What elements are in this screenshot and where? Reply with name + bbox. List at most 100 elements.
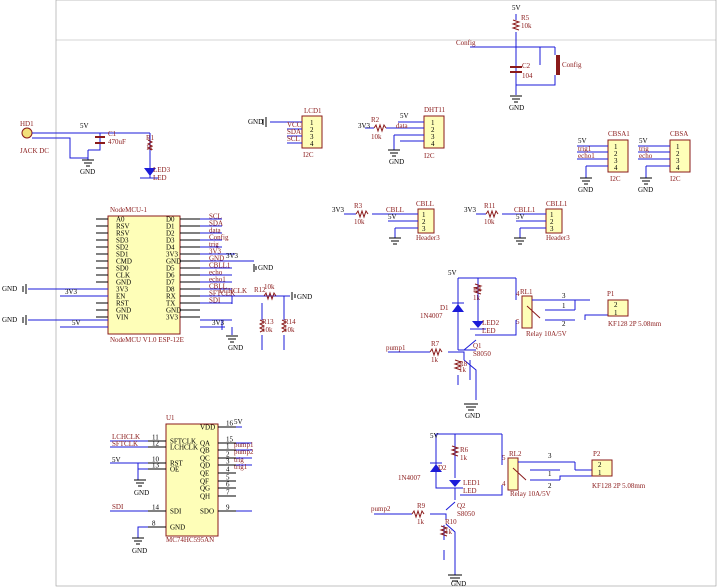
svg-text:5V: 5V (400, 112, 409, 120)
u1-name: MC74HC595AN (166, 536, 214, 544)
r4-val: 1k (473, 294, 481, 302)
rl1-name: Relay 10A/5V (526, 330, 567, 338)
svg-text:1: 1 (310, 119, 314, 127)
u1-sdi-net: SDI (112, 503, 124, 511)
hd1-name: JACK DC (20, 147, 49, 155)
r1-ref: R1 (146, 134, 155, 142)
nodemcu-net-2: data (209, 227, 222, 235)
svg-text:I2C: I2C (424, 152, 435, 160)
nodemcu-net-7: CBLL1 (209, 262, 231, 270)
svg-text:5: 5 (502, 454, 506, 462)
q1-ref: Q1 (473, 342, 482, 350)
led2-ref: LED2 (482, 319, 500, 327)
u1-right-num-2: 1 (226, 443, 230, 451)
u1-right-pin-5: QE (200, 470, 209, 478)
svg-text:GND: GND (578, 186, 593, 194)
nodemcu-right-pin-1: D1 (166, 223, 175, 231)
svg-text:3V3: 3V3 (212, 319, 225, 327)
u1-right-pin-8: QH (200, 493, 210, 501)
nodemcu-net-12: SDI (209, 297, 221, 305)
r9-val: 1k (417, 518, 425, 526)
r2-val: 10k (371, 133, 382, 141)
nodemcu-name: NodeMCU V1.0 ESP-12E (110, 336, 184, 344)
dht11-header: DHT11 1 2 3 4 I2C 3V3 R2 10k 5V data GND (358, 106, 446, 166)
svg-text:1: 1 (562, 302, 566, 310)
svg-text:I2C: I2C (610, 175, 621, 183)
config-net: Config (456, 39, 476, 47)
nodemcu-right-nets: GND GND 3V3 R12 10k LCHCLK R13 10k R14 1… (200, 218, 312, 352)
config-section: 5V R5 10k Config C2 104 Config GND (456, 4, 582, 112)
relay2-diode-ref: D2 (438, 464, 447, 472)
u1-right-pin-3: QC (200, 455, 210, 463)
svg-text:3: 3 (562, 292, 566, 300)
u1-right-num-7: 6 (226, 481, 230, 489)
lcd1-pin-scl: SCL (287, 135, 300, 143)
cbsa-ref: CBSA (670, 130, 688, 138)
svg-text:2: 2 (550, 218, 554, 226)
relay2-circuit: 5V D2 1N4007 R6 1k LED1 LED pump2 R9 1k … (371, 432, 646, 587)
svg-text:2: 2 (310, 126, 314, 134)
svg-text:Header3: Header3 (546, 234, 570, 242)
u1-right-num-5: 4 (226, 466, 230, 474)
nodemcu-right-pin-13: GND (166, 307, 181, 315)
u1-left-pin-0: SFTCLK (170, 438, 196, 446)
u1-sftclk-net: SFTCLK (112, 440, 138, 448)
c1-val: 470uF (108, 138, 126, 146)
p1-ref: P1 (607, 290, 615, 298)
u1-left-num-0: 11 (152, 434, 159, 442)
led1-ref: LED1 (463, 479, 481, 487)
nodemcu-left-pin-8: CLK (116, 272, 130, 280)
svg-text:4: 4 (310, 140, 314, 148)
svg-text:5V: 5V (234, 418, 243, 426)
lcd1-ref: LCD1 (304, 107, 322, 115)
svg-text:5: 5 (516, 318, 520, 326)
nodemcu-left-pin-6: CMD (116, 258, 132, 266)
u1-left-num-1: 12 (152, 440, 160, 448)
u1-right-pin-7: QG (200, 485, 210, 493)
svg-text:2: 2 (614, 150, 618, 158)
gnd-label-1: GND (80, 168, 95, 176)
nodemcu-left-pin-12: RST (116, 300, 130, 308)
lchclk-net: LCHCLK (219, 287, 247, 295)
nodemcu-right-pin-7: D5 (166, 265, 175, 273)
svg-text:echo: echo (639, 152, 653, 160)
u1-pump2-net: pump2 (234, 448, 254, 456)
r4-ref: R4 (473, 286, 482, 294)
relay2-diode-name: 1N4007 (398, 474, 421, 482)
lcd1-header: LCD1 1 2 3 4 VCC SDA SCL GND I2C (248, 107, 323, 159)
r12-val: 10k (264, 283, 275, 291)
q2-name: S8050 (457, 510, 475, 518)
nodemcu-left-pin-1: RSV (116, 223, 130, 231)
nodemcu-right-pin-10: D8 (166, 286, 175, 294)
nodemcu-right-pin-11: RX (166, 293, 176, 301)
nodemcu-left-pin-3: SD3 (116, 237, 129, 245)
svg-text:3: 3 (548, 452, 552, 460)
u1-left-pin-2: RST (170, 460, 184, 468)
svg-text:1: 1 (676, 143, 680, 151)
svg-text:trig1: trig1 (578, 145, 592, 153)
u1-right-num-6: 5 (226, 474, 230, 482)
lcd1-foot: I2C (303, 151, 314, 159)
nodemcu-left-pin-2: RSV (116, 230, 130, 238)
r6-val: 1k (460, 454, 468, 462)
u1-right-num-1: 15 (226, 436, 234, 444)
r13-val: 10k (262, 326, 273, 334)
svg-text:1: 1 (614, 309, 618, 317)
nodemcu-3v3-in: 3V3 (65, 288, 78, 296)
r7-val: 1k (431, 356, 439, 364)
hd1-5v-label: 5V (80, 122, 89, 130)
nodemcu-right-pin-14: 3V3 (166, 314, 179, 322)
u1-right-num-9: 9 (226, 504, 230, 512)
led1-name: LED (463, 487, 477, 495)
svg-text:echo1: echo1 (578, 152, 595, 160)
nodemcu-5v-in: 5V (72, 319, 81, 327)
nodemcu-left-power: GND GND 3V3 5V (2, 284, 108, 328)
svg-text:5V: 5V (448, 269, 457, 277)
svg-text:4: 4 (676, 164, 680, 172)
u1-right-num-3: 2 (226, 451, 230, 459)
lcd1-pin-vcc: VCC (287, 121, 302, 129)
cbll1-header: CBLL1 1 2 3 Header3 3V3 R11 10k CBLL1 5V (464, 200, 570, 245)
led3-name: LED (153, 174, 167, 182)
